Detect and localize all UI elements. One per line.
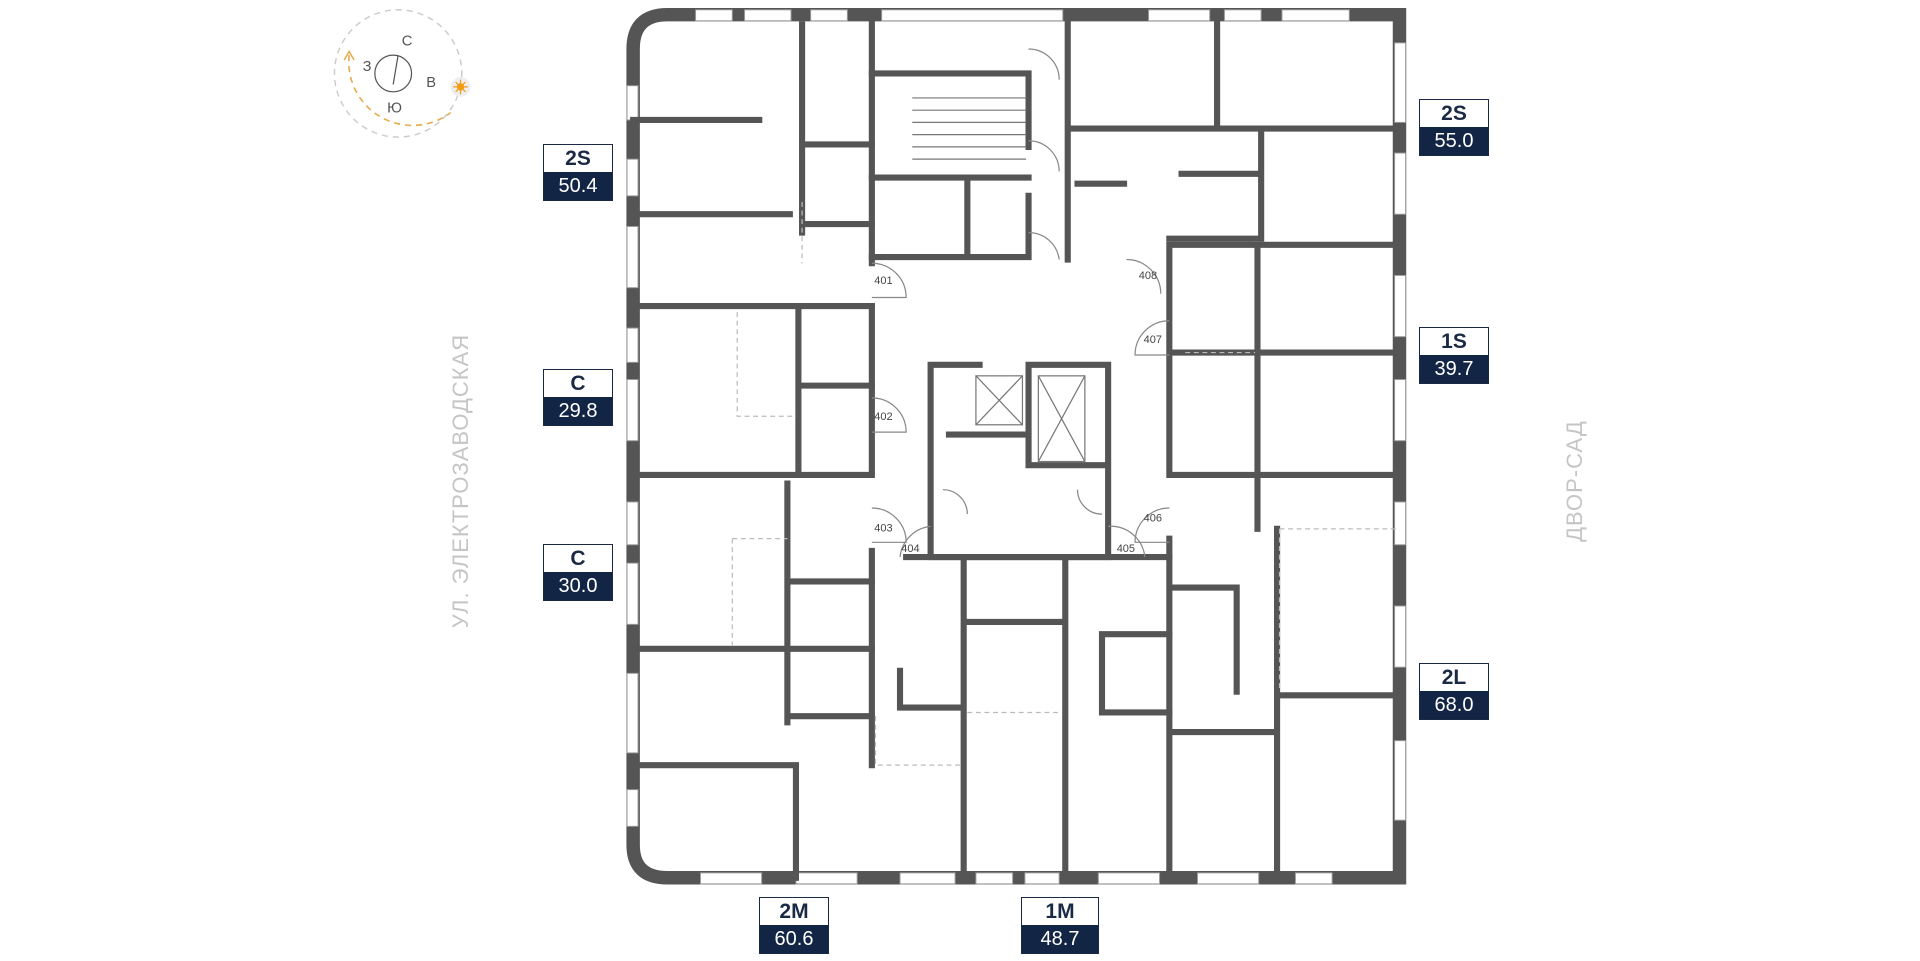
- compass-north: С: [402, 33, 413, 49]
- doors: [871, 48, 1170, 558]
- svg-text:401: 401: [874, 275, 892, 287]
- apartment-badge-2s-50-4[interactable]: 2S 50.4: [543, 144, 613, 201]
- compass-south: Ю: [387, 101, 402, 117]
- sun-icon: [450, 77, 471, 97]
- door-numbers: 401 402 403 404 405 406 407 408: [874, 270, 1162, 555]
- apartment-area: 39.7: [1420, 355, 1488, 383]
- apartment-type: 1M: [1045, 900, 1075, 923]
- apartment-type: 1S: [1441, 330, 1467, 353]
- compass: С З В Ю: [333, 9, 471, 138]
- svg-text:403: 403: [874, 522, 892, 534]
- apartment-type: 2M: [779, 900, 809, 923]
- svg-text:402: 402: [874, 411, 892, 423]
- apartment-badge-1s-39-7[interactable]: 1S 39.7: [1419, 327, 1489, 384]
- apartment-badge-c-29-8[interactable]: C 29.8: [543, 369, 613, 426]
- elevator-shafts: [912, 97, 1086, 463]
- building-outline: [626, 7, 1407, 885]
- apartment-area: 29.8: [544, 397, 612, 425]
- street-label-left: УЛ. ЭЛЕКТРОЗАВОДСКАЯ: [448, 333, 473, 629]
- apartment-area: 55.0: [1420, 127, 1488, 155]
- compass-west: З: [363, 59, 372, 75]
- apartment-type: 2S: [565, 147, 591, 170]
- apartment-area: 48.7: [1022, 925, 1098, 953]
- apartment-badge-2s-55-0[interactable]: 2S 55.0: [1419, 99, 1489, 156]
- apartment-type: 2S: [1441, 102, 1467, 125]
- svg-text:406: 406: [1144, 513, 1162, 525]
- apartment-area: 60.6: [760, 925, 828, 953]
- apartment-area: 50.4: [544, 172, 612, 200]
- interior-walls: [630, 11, 1403, 881]
- apartment-area: 68.0: [1420, 691, 1488, 719]
- apartment-type: C: [570, 372, 586, 395]
- apartment-badge-c-30-0[interactable]: C 30.0: [543, 544, 613, 601]
- apartment-type: C: [570, 547, 586, 570]
- apartment-badge-1m-48-7[interactable]: 1M 48.7: [1021, 897, 1099, 954]
- apartment-badge-2m-60-6[interactable]: 2M 60.6: [759, 897, 829, 954]
- street-label-right: ДВОР-САД: [1562, 420, 1587, 542]
- svg-text:407: 407: [1144, 334, 1162, 346]
- apartment-type: 2L: [1441, 666, 1467, 689]
- apartment-area: 30.0: [544, 572, 612, 600]
- compass-east: В: [426, 75, 436, 91]
- svg-text:405: 405: [1117, 543, 1135, 555]
- apartment-badge-2l-68-0[interactable]: 2L 68.0: [1419, 663, 1489, 720]
- svg-text:408: 408: [1139, 270, 1157, 282]
- svg-text:404: 404: [901, 543, 919, 555]
